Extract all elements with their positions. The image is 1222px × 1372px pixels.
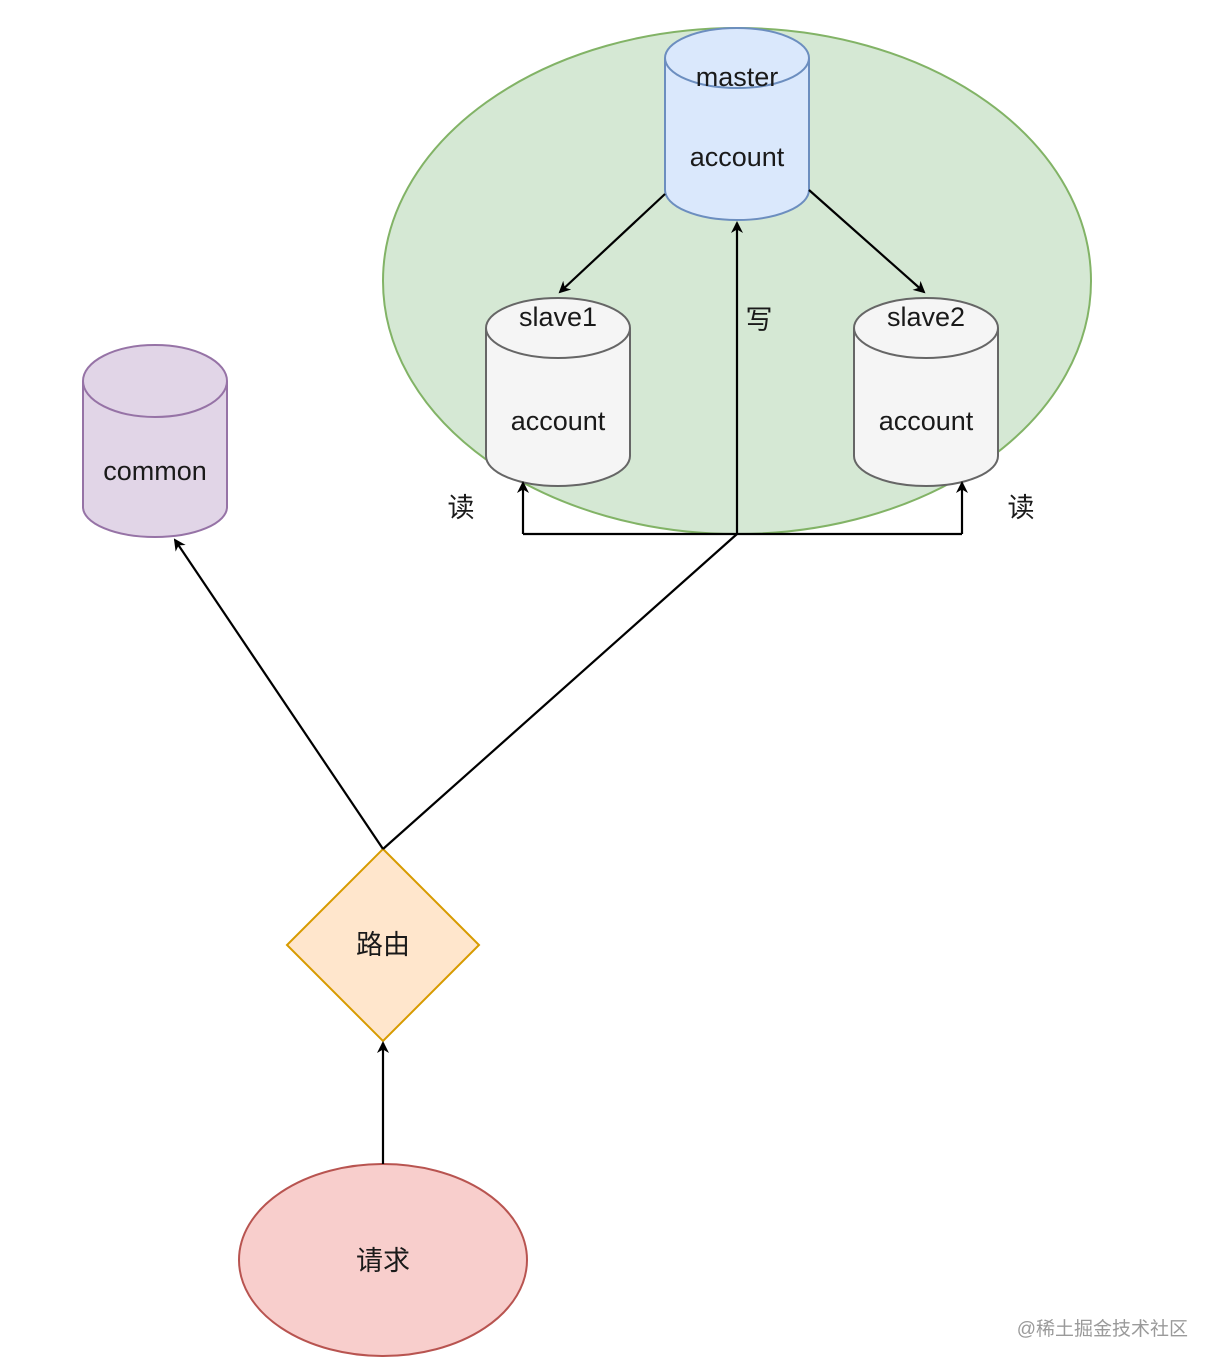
master-label: account: [690, 142, 785, 172]
master-database[interactable]: master account: [664, 27, 810, 221]
edge-router-to-common: [173, 538, 384, 850]
edge-router-to-cluster: [382, 533, 738, 850]
common-label: common: [103, 456, 207, 486]
slave2-database-top: [853, 297, 999, 359]
master-database-body: [664, 58, 810, 221]
slave1-database[interactable]: slave1 account: [485, 297, 631, 487]
slave1-database-top: [485, 297, 631, 359]
read-edge-label-left: 读: [448, 493, 475, 523]
watermark: @稀土掘金技术社区: [1017, 1318, 1188, 1340]
master-title: master: [696, 62, 779, 92]
slave1-label: account: [511, 406, 606, 436]
router-node[interactable]: 路由: [285, 847, 481, 1043]
request-node[interactable]: 请求: [238, 1163, 528, 1357]
master-database-top: [664, 27, 810, 89]
slave1-title: slave1: [519, 302, 597, 332]
common-database-top: [82, 344, 228, 418]
read-edge-label-right: 读: [1008, 493, 1035, 523]
slave2-label: account: [879, 406, 974, 436]
router-label: 路由: [356, 930, 410, 960]
write-edge-label: 写: [746, 305, 773, 335]
edge-master-to-slave2: [808, 189, 926, 294]
edge-master-to-slave1: [558, 193, 666, 294]
slave1-database-body: [485, 328, 631, 487]
slave2-title: slave2: [887, 302, 965, 332]
common-database[interactable]: common: [82, 344, 228, 538]
slave2-database[interactable]: slave2 account: [853, 297, 999, 487]
request-label: 请求: [356, 1246, 410, 1276]
slave2-database-body: [853, 328, 999, 487]
common-database-body: [82, 381, 228, 538]
